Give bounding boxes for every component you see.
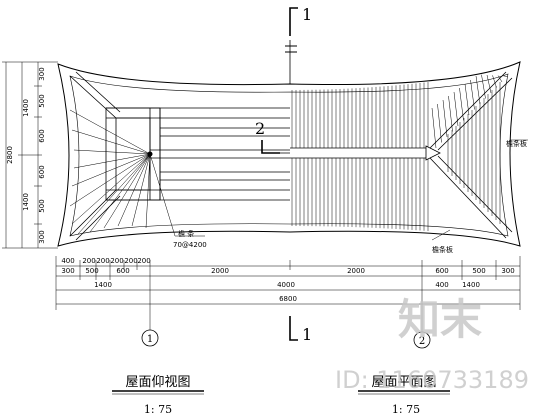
dim-row2-4: 400 [435, 281, 448, 289]
section-label-1-top: 1 [302, 5, 312, 24]
hip-tile-line [465, 84, 469, 115]
hip-tile-line [476, 76, 480, 104]
dim-mid-2: 4000 [277, 281, 295, 289]
dim-bottom-6: 200 [137, 257, 150, 265]
dim-left-total: 2800 [6, 146, 14, 164]
dim-left-group-1: 1400 [22, 99, 30, 117]
caption-right-title: 屋面平面图 [371, 375, 436, 390]
dim-bottom-1: 400 [61, 257, 74, 265]
hip-tile-line [493, 75, 497, 87]
grid-axis-1-label: 1 [147, 334, 153, 345]
rafter-line [74, 150, 150, 154]
dim-left-detail-3: 600 [38, 129, 46, 142]
grid-axis-2: 2 [414, 332, 430, 348]
hip-tile-line [482, 75, 486, 99]
dim-left-group-2: 1400 [22, 193, 30, 211]
right-note-1: 檐条板 [506, 139, 527, 148]
rafter-note: 檐 条 70@4200 [150, 154, 207, 249]
section-mark-2 [262, 140, 280, 153]
watermark-logo: 知末 [398, 295, 482, 344]
section-mark-1-bottom [290, 316, 298, 340]
hip-tile-line [449, 96, 453, 132]
section-label-2: 2 [255, 119, 265, 138]
caption-left: 屋面仰视图 1: 75 [112, 375, 204, 416]
caption-right-scale: 1: 75 [392, 403, 420, 416]
rafter-line [70, 110, 150, 154]
watermark-id: ID: 1160733189 [335, 366, 529, 394]
rafter-line [72, 130, 150, 154]
grid-axis-1: 1 [142, 330, 158, 346]
rafter-line [90, 154, 150, 232]
bottom-dimension-lines [56, 256, 520, 332]
hip-tile-line [438, 104, 442, 143]
dim-bottom-9: 600 [435, 267, 448, 275]
roof-outline [58, 62, 520, 246]
dim-bottom-total: 6800 [279, 295, 297, 303]
caption-right: 屋面平面图 1: 75 [358, 375, 450, 416]
rafter-line [72, 154, 150, 186]
rafter-line [118, 154, 150, 226]
grid-axis-2-label: 2 [419, 336, 425, 347]
dim-bottom-11: 300 [501, 267, 514, 275]
roof-tiles-right [292, 75, 508, 231]
hip-tile-line [498, 76, 502, 82]
roof-framing-left [70, 72, 290, 240]
rafter-note-line2: 70@4200 [173, 241, 207, 249]
rafter-note-line1: 檐 条 [178, 229, 194, 238]
rafter-line [132, 154, 150, 226]
rafter-line [74, 154, 150, 168]
dim-left-detail-1: 300 [38, 67, 46, 80]
hip-tile-line [504, 76, 508, 77]
rafter-line [146, 154, 150, 228]
right-notes: 檐条板 檐条板 [432, 139, 528, 254]
bottom-dimension-text: 400 200 200 200 200 200 2000 2000 600 50… [61, 257, 514, 303]
dim-bottom-3: 200 [96, 257, 109, 265]
dim-bottom-5: 200 [124, 257, 137, 265]
caption-left-title: 屋面仰视图 [125, 375, 190, 390]
rafter-line [104, 154, 150, 228]
dim-left-detail-6: 300 [38, 230, 46, 243]
dim-left-detail-4: 600 [38, 165, 46, 178]
dim-row2-3: 600 [116, 267, 129, 275]
rafter-line [72, 154, 150, 224]
dim-left-detail-5: 500 [38, 199, 46, 212]
dim-mid-1: 1400 [94, 281, 112, 289]
hip-tile-line [443, 100, 447, 137]
dim-left-detail-2: 500 [38, 94, 46, 107]
dim-mid-3: 1400 [462, 281, 480, 289]
roof-ridges-right [270, 72, 512, 238]
rafter-line [70, 154, 150, 206]
caption-left-scale: 1: 75 [144, 403, 172, 416]
section-mark-1-top [285, 8, 298, 84]
hip-tile-line [432, 108, 436, 148]
dim-bottom-10: 500 [472, 267, 485, 275]
watermark: 知末 ID: 1160733189 [335, 295, 529, 394]
dim-bottom-4: 200 [110, 257, 123, 265]
dim-bottom-7: 2000 [211, 267, 229, 275]
left-dimension-lines [2, 62, 58, 248]
right-note-2: 檐条板 [432, 245, 453, 254]
dim-bottom-2: 200 [82, 257, 95, 265]
radiating-rafters [70, 110, 150, 234]
hip-tile-line [487, 75, 491, 93]
dim-row2-1: 300 [61, 267, 74, 275]
dim-bottom-8: 2000 [347, 267, 365, 275]
dim-row2-2: 500 [85, 267, 98, 275]
section-label-1-bottom: 1 [302, 325, 312, 344]
rafter-line [78, 154, 150, 234]
